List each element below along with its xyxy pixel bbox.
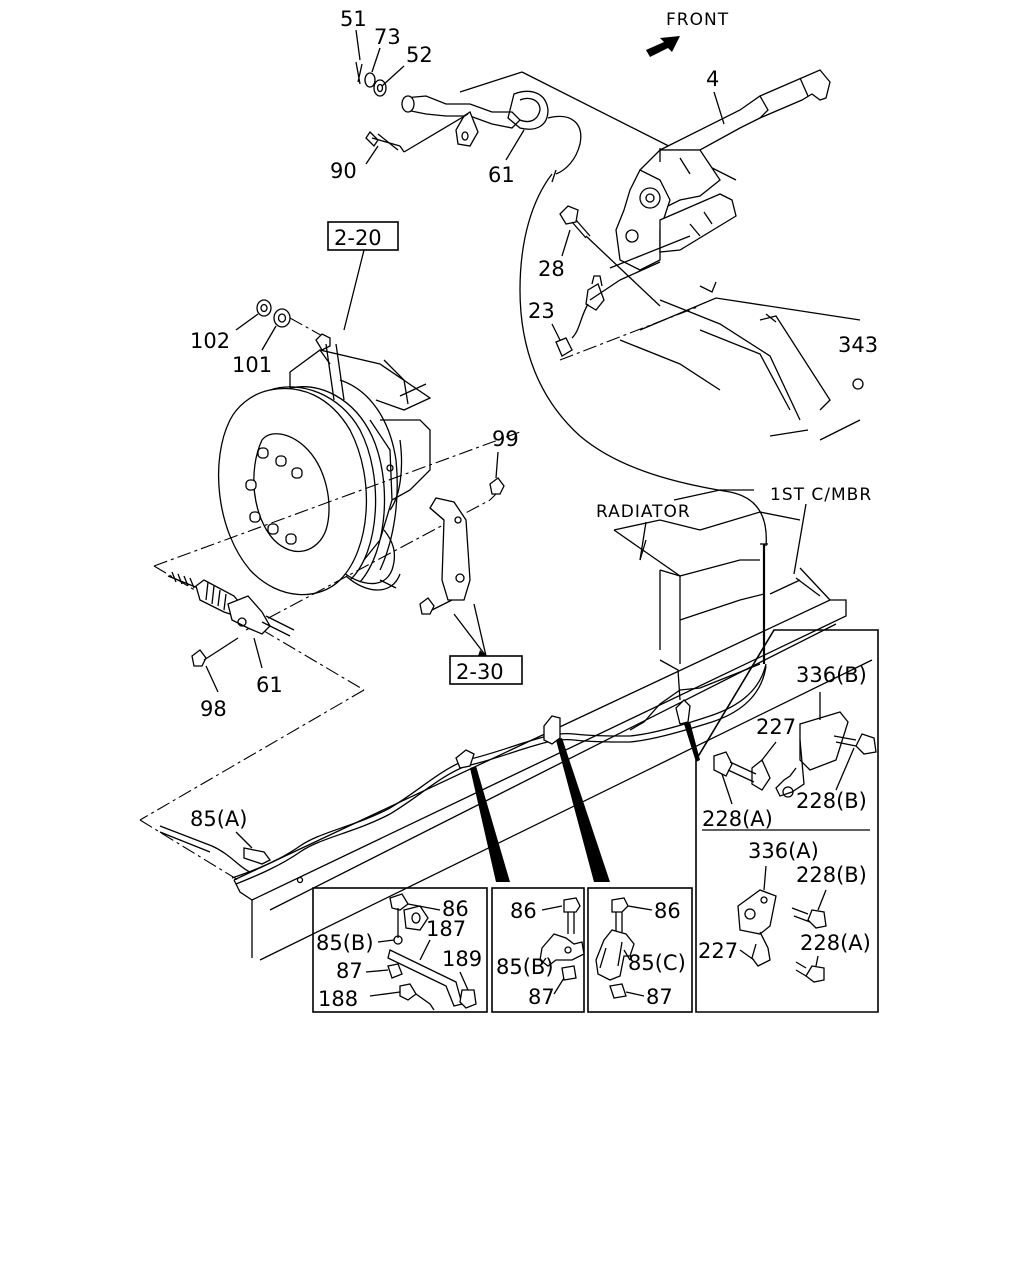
detail-2-part-87-label: 87 [528,985,555,1009]
detail-box-1 [312,887,488,1013]
ref-2-20-label: 2-20 [334,226,382,250]
detail-1-part-87-label: 87 [336,959,363,983]
part-61-top-label: 61 [488,163,515,187]
part-227-top-label: 227 [756,715,796,739]
ref-2-30-label: 2-30 [456,660,504,684]
part-227-bottom-label: 227 [698,939,738,963]
part-336a-label: 336(A) [748,839,819,863]
rear-cable-end [167,571,295,667]
part-102-label: 102 [190,329,230,353]
upper-cable-end-assembly [355,61,737,181]
front-direction-arrow [646,36,680,57]
parking-brake-lever [609,69,831,281]
detail-2-part-86-label: 86 [510,899,537,923]
nuts-101-102 [235,299,291,351]
rear-brake-drum-assembly [217,317,432,596]
detail-1-part-85b-label: 85(B) [316,931,374,955]
lever-bolt-and-switch [555,205,661,357]
part-90-label: 90 [330,159,357,183]
part-85a-label: 85(A) [190,807,247,831]
part-98-label: 98 [200,697,227,721]
part-4-label: 4 [706,67,719,91]
part-23-label: 23 [528,299,555,323]
first-cross-member-label: 1ST C/MBR [770,485,872,505]
floor-panel-outline [559,281,861,441]
part-61-bottom-label: 61 [256,673,283,697]
part-52-label: 52 [406,43,433,67]
detail-1-part-189-label: 189 [442,947,482,971]
detail-1-part-188-label: 188 [318,987,358,1011]
part-28-label: 28 [538,257,565,281]
cable-bracket [419,451,505,615]
detail-box-2 [491,887,585,1013]
detail-callout-arrows [470,722,700,882]
detail-3-part-87-label: 87 [646,985,673,1009]
parking-brake-cable [519,169,768,664]
detail-2-part-85b-label: 85(B) [496,955,554,979]
detail-3-part-85c-label: 85(C) [628,951,686,975]
front-label: FRONT [666,10,729,30]
part-343-grommet [852,378,864,390]
radiator-label: RADIATOR [596,502,691,522]
part-343-label: 343 [838,333,878,357]
part-228a-top-label: 228(A) [702,807,773,831]
part-99-label: 99 [492,427,519,451]
detail-1-part-187-label: 187 [426,917,466,941]
frame-cable-routing [159,663,767,885]
part-228b-bottom-label: 228(B) [796,863,867,887]
detail-3-part-86-label: 86 [654,899,681,923]
part-51-label: 51 [340,7,367,31]
part-228b-top-label: 228(B) [796,789,867,813]
detail-panel-bracket [695,629,879,1013]
detail-box-3 [587,887,693,1013]
frame-rail [233,567,873,961]
part-73-label: 73 [374,25,401,49]
part-228a-bottom-label: 228(A) [800,931,871,955]
ref-2-20-box [327,221,399,251]
detail-1-part-86-label: 86 [442,897,469,921]
part-101-label: 101 [232,353,272,377]
part-336b-label: 336(B) [796,663,867,687]
